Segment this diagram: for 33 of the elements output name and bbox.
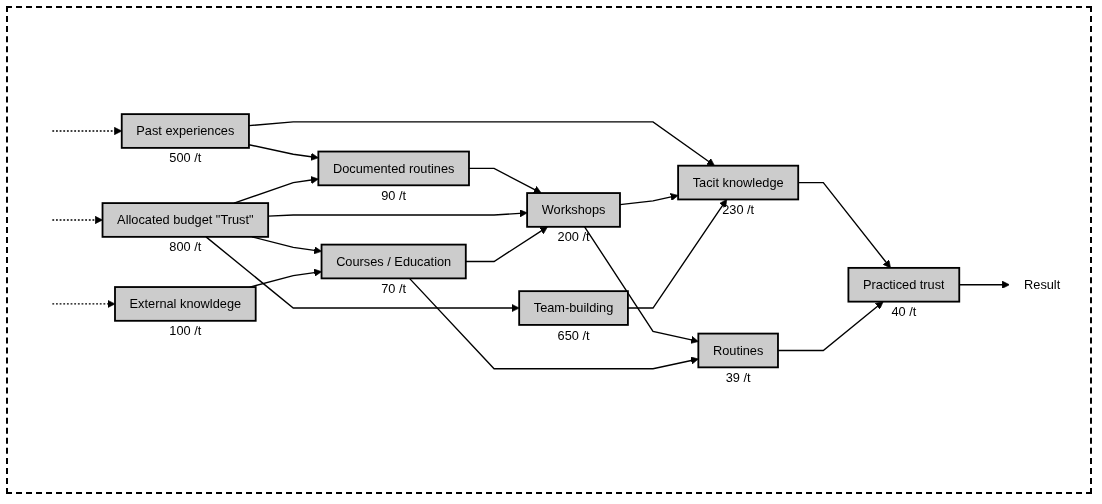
arrow (465, 226, 548, 263)
rate-label: 40 /t (891, 304, 917, 320)
arrow (619, 193, 679, 206)
rate-label: 39 /t (725, 370, 751, 386)
rate-label: 100 /t (169, 323, 202, 339)
node-box: Practiced trust (847, 267, 961, 304)
arrow (627, 199, 728, 310)
rate-label: 200 /t (557, 229, 590, 245)
rate-label: 70 /t (381, 281, 407, 297)
node-box: Courses / Education (320, 244, 467, 280)
arrow (583, 226, 699, 345)
node-box: Tacit knowledge (677, 165, 800, 201)
rate-label: 800 /t (169, 239, 202, 255)
arrow (233, 176, 319, 205)
node-box: Past experiences (120, 113, 250, 150)
arrow (468, 168, 542, 194)
node-box: Documented routines (317, 151, 470, 187)
node-text: Result (1024, 277, 1061, 293)
arrow (248, 144, 319, 162)
node-box: Workshops (526, 192, 621, 229)
node-box: External knowldege (114, 286, 257, 323)
arrow (777, 301, 884, 352)
arrow (51, 216, 103, 225)
arrow (408, 278, 699, 370)
node-box: Team-building (518, 290, 629, 327)
rate-label: 230 /t (722, 202, 755, 218)
rate-label: 500 /t (169, 150, 202, 166)
arrow (248, 121, 715, 167)
rate-label: 90 /t (381, 188, 407, 204)
rate-label: 650 /t (557, 328, 590, 343)
node-box: Routines (697, 333, 779, 369)
arrow (205, 236, 520, 313)
node-box: Allocated budget "Trust" (101, 202, 270, 239)
